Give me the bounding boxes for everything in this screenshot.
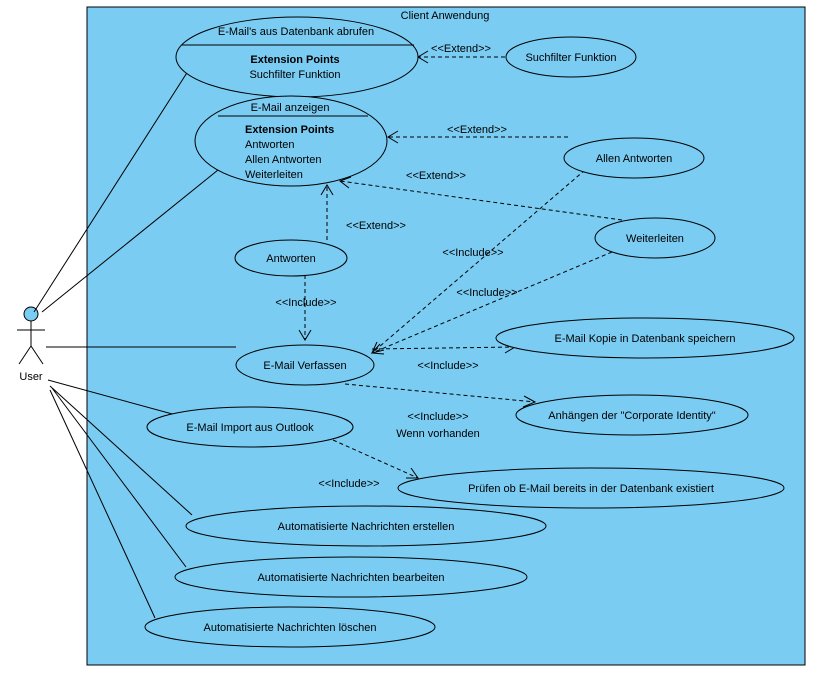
svg-text:Anhängen der "Corporate Identi: Anhängen der "Corporate Identity" (548, 410, 716, 422)
svg-text:Automatisierte Nachrichten bea: Automatisierte Nachrichten bearbeiten (257, 572, 444, 584)
use-case-anzeigen[interactable]: E-Mail anzeigen Extension Points Antwort… (194, 95, 388, 187)
svg-text:E-Mail anzeigen: E-Mail anzeigen (251, 102, 330, 114)
svg-text:Antworten: Antworten (245, 139, 295, 151)
include-corporate-label: <<Include>> (407, 411, 468, 423)
use-case-kopie[interactable]: E-Mail Kopie in Datenbank speichern (495, 317, 795, 359)
dependencies: <<Extend>> <<Extend>> <<Extend>> <<Exten… (275, 43, 623, 490)
include-antworten-label: <<Include>> (275, 297, 336, 309)
svg-text:E-Mail Import aus Outlook: E-Mail Import aus Outlook (186, 422, 314, 434)
svg-text:Suchfilter Funktion: Suchfilter Funktion (525, 52, 616, 64)
extend-suchfilter-label: <<Extend>> (431, 43, 491, 55)
extend-antworten-label: <<Extend>> (346, 220, 406, 232)
svg-text:E-Mail's aus Datenbank abrufen: E-Mail's aus Datenbank abrufen (218, 26, 374, 38)
svg-text:Extension Points: Extension Points (245, 124, 334, 136)
svg-text:E-Mail Verfassen: E-Mail Verfassen (263, 360, 346, 372)
use-case-verfassen[interactable]: E-Mail Verfassen (235, 344, 375, 386)
svg-text:Extension Points: Extension Points (250, 54, 339, 66)
svg-text:Weiterleiten: Weiterleiten (245, 169, 303, 181)
svg-text:Automatisierte Nachrichten ers: Automatisierte Nachrichten erstellen (278, 521, 455, 533)
use-case-pruefen[interactable]: Prüfen ob E-Mail bereits in der Datenban… (397, 467, 785, 509)
use-case-loeschen[interactable]: Automatisierte Nachrichten löschen (144, 606, 436, 648)
svg-text:Automatisierte Nachrichten lös: Automatisierte Nachrichten löschen (203, 622, 376, 634)
use-case-antworten[interactable]: Antworten (234, 239, 348, 277)
svg-text:Prüfen ob E-Mail bereits in de: Prüfen ob E-Mail bereits in der Datenban… (468, 483, 714, 495)
use-case-import[interactable]: E-Mail Import aus Outlook (146, 406, 354, 448)
svg-text:Allen Antworten: Allen Antworten (596, 153, 672, 165)
include-pruefen-label: <<Include>> (318, 478, 379, 490)
use-case-suchfilter[interactable]: Suchfilter Funktion (505, 36, 637, 78)
include-allen-label: <<Include>> (442, 247, 503, 259)
associations (33, 67, 236, 619)
include-kopie-label: <<Include>> (417, 360, 478, 372)
svg-text:Allen Antworten: Allen Antworten (245, 154, 321, 166)
actor-label: User (19, 371, 43, 383)
use-case-abrufen[interactable]: E-Mail's aus Datenbank abrufen Extension… (175, 16, 419, 98)
use-case-weiterleiten[interactable]: Weiterleiten (594, 217, 716, 259)
use-case-bearbeiten[interactable]: Automatisierte Nachrichten bearbeiten (174, 556, 528, 598)
use-case-erstellen[interactable]: Automatisierte Nachrichten erstellen (185, 505, 547, 547)
extend-allen-label: <<Extend>> (447, 124, 507, 136)
svg-text:Weiterleiten: Weiterleiten (626, 233, 684, 245)
actor-user[interactable]: User (17, 306, 45, 383)
svg-text:Suchfilter Funktion: Suchfilter Funktion (249, 69, 340, 81)
include-corporate-condition: Wenn vorhanden (396, 428, 480, 440)
use-case-corporate[interactable]: Anhängen der "Corporate Identity" (515, 394, 749, 436)
svg-text:Antworten: Antworten (266, 253, 316, 265)
include-weiter-label: <<Include>> (456, 287, 517, 299)
extend-weiter-label: <<Extend>> (406, 170, 466, 182)
system-title: Client Anwendung (401, 10, 490, 22)
svg-text:E-Mail Kopie in Datenbank spei: E-Mail Kopie in Datenbank speichern (555, 333, 736, 345)
use-case-allen-antworten[interactable]: Allen Antworten (563, 137, 705, 179)
